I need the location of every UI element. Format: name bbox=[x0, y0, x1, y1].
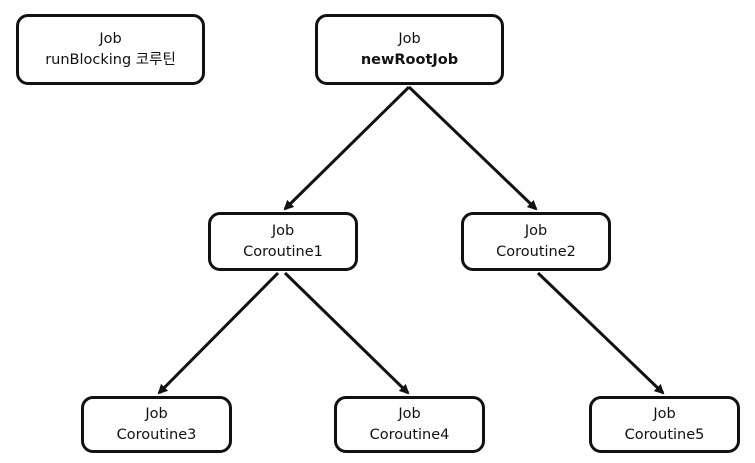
node-coroutine3-type: Job bbox=[145, 405, 168, 422]
node-coroutine1-type: Job bbox=[271, 222, 295, 239]
node-coroutine4-name: Coroutine4 bbox=[369, 426, 450, 443]
node-runblocking-job: Job runBlocking 코루틴 bbox=[16, 14, 205, 85]
edge-root-to-coroutine2 bbox=[407, 85, 538, 211]
node-coroutine3: Job Coroutine3 bbox=[81, 396, 232, 453]
node-coroutine2-name: Coroutine2 bbox=[496, 243, 576, 260]
edge-coroutine1-to-coroutine3 bbox=[157, 271, 280, 395]
node-coroutine2: Job Coroutine2 bbox=[461, 212, 611, 271]
node-runblocking-type: Job bbox=[99, 30, 122, 47]
node-root-name: newRootJob bbox=[360, 51, 459, 68]
edge-coroutine1-to-coroutine4 bbox=[283, 271, 410, 395]
node-coroutine5-name: Coroutine5 bbox=[624, 426, 705, 443]
node-root-type: Job bbox=[398, 30, 421, 47]
node-coroutine4-type: Job bbox=[398, 405, 421, 422]
edge-coroutine2-to-coroutine5 bbox=[536, 271, 665, 395]
node-coroutine1-name: Coroutine1 bbox=[243, 243, 323, 260]
node-new-root-job: Job newRootJob bbox=[315, 14, 504, 85]
node-coroutine1: Job Coroutine1 bbox=[208, 212, 358, 271]
node-coroutine2-type: Job bbox=[524, 222, 548, 239]
node-runblocking-name: runBlocking 코루틴 bbox=[45, 51, 176, 68]
node-coroutine3-name: Coroutine3 bbox=[116, 426, 197, 443]
edge-root-to-coroutine1 bbox=[283, 85, 411, 211]
node-coroutine4: Job Coroutine4 bbox=[334, 396, 485, 453]
node-coroutine5: Job Coroutine5 bbox=[589, 396, 740, 453]
node-coroutine5-type: Job bbox=[653, 405, 676, 422]
